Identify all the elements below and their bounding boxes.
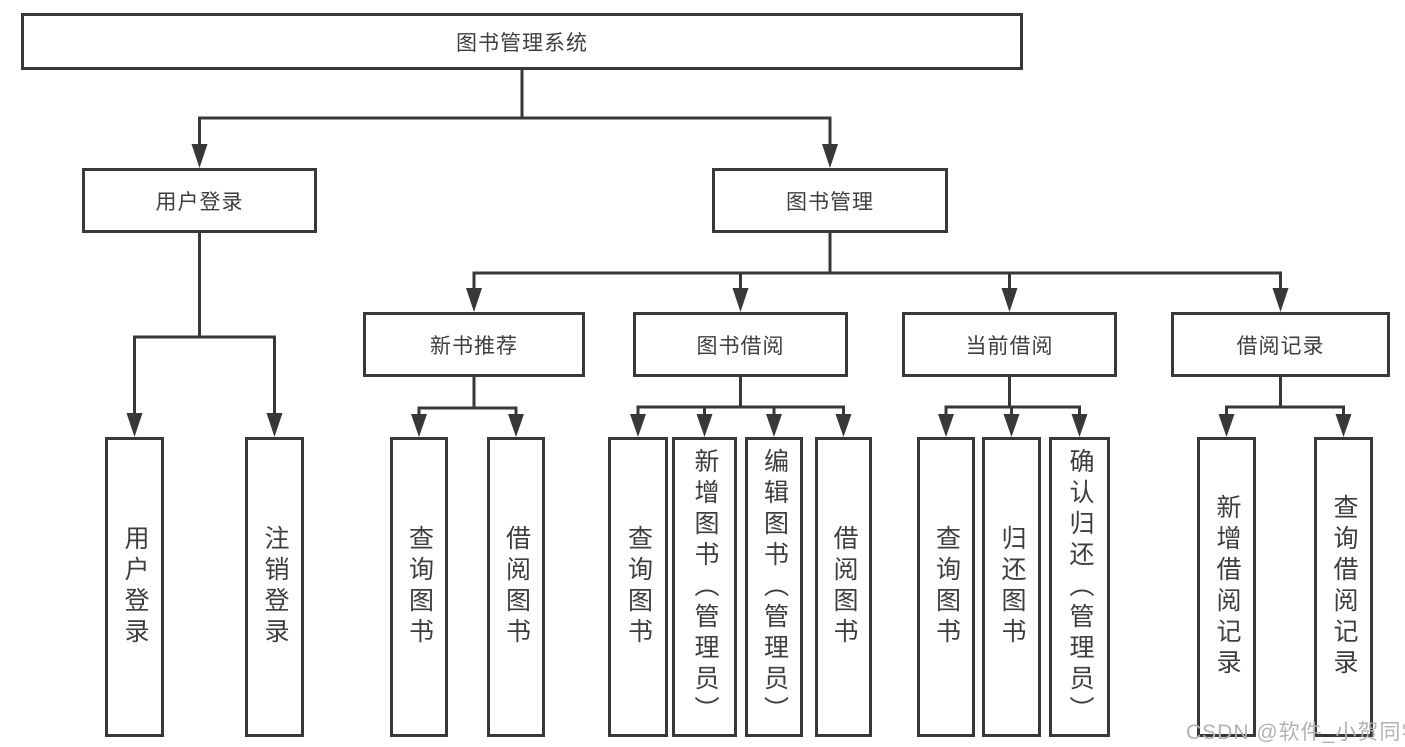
leaf-query-borrow-record: 查询借阅记录 — [1314, 437, 1373, 737]
connector-user-login-to-leaves — [126, 231, 283, 437]
leaf-query-books-borrow: 查询图书 — [608, 437, 668, 737]
leaf-user-login: 用户登录 — [105, 437, 164, 737]
node-borrow-records: 借阅记录 — [1171, 312, 1390, 377]
node-user-login: 用户登录 — [82, 168, 317, 233]
node-new-book-recommend: 新书推荐 — [363, 312, 585, 377]
leaf-edit-books-admin: 编辑图书（管理员） — [745, 437, 803, 737]
connector-new-book-to-leaves — [411, 375, 524, 437]
leaf-logout: 注销登录 — [245, 437, 304, 737]
csdn-watermark: CSDN @软件_小贺同学 — [1186, 721, 1405, 744]
connector-book-borrow-to-leaves — [630, 375, 852, 437]
leaf-query-books-recommend: 查询图书 — [390, 437, 448, 737]
leaf-borrow-books-recommend: 借阅图书 — [487, 437, 545, 737]
leaf-add-books-admin: 新增图书（管理员） — [672, 437, 737, 737]
node-current-borrow: 当前借阅 — [902, 312, 1117, 377]
leaf-borrow-books: 借阅图书 — [815, 437, 872, 737]
leaf-return-books: 归还图书 — [982, 437, 1041, 737]
leaf-add-borrow-record: 新增借阅记录 — [1197, 437, 1256, 737]
node-book-management: 图书管理 — [712, 168, 948, 233]
connector-book-mgmt-to-level3 — [466, 231, 1289, 312]
leaf-query-books-current: 查询图书 — [917, 437, 975, 737]
leaf-confirm-return-admin: 确认归还（管理员） — [1049, 437, 1110, 737]
connector-borrow-records-to-leaves — [1218, 375, 1352, 437]
connector-current-borrow-to-leaves — [938, 375, 1088, 437]
node-root-library-system: 图书管理系统 — [21, 13, 1023, 70]
node-book-borrow: 图书借阅 — [633, 312, 848, 377]
connector-root-to-level2 — [191, 68, 838, 168]
